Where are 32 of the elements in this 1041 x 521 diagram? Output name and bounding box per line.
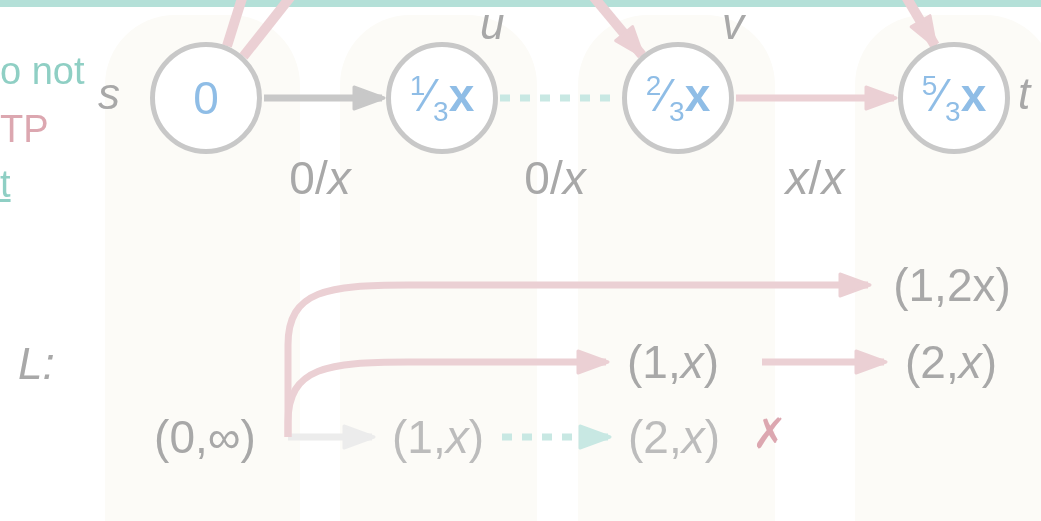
note-text: t <box>0 165 11 203</box>
arrow <box>736 85 898 111</box>
node-label: $^{1}$⁄$_{3}$x <box>409 67 475 129</box>
edge-label: x/x <box>785 155 845 201</box>
node-name: v <box>722 2 744 46</box>
edge-label: 0/x <box>289 155 351 201</box>
node-label: $^{2}$⁄$_{3}$x <box>645 67 711 129</box>
node-label: $^{5}$⁄$_{3}$x <box>921 67 987 129</box>
node-name: u <box>480 2 505 46</box>
list-entry: (2,x) <box>905 335 997 389</box>
node-label: 0 <box>193 71 219 125</box>
node-name: s <box>98 72 120 116</box>
list-entry: (2,x) <box>628 410 720 464</box>
note-text: L: <box>18 342 55 386</box>
note-text: o not <box>0 52 85 90</box>
list-entry: (0,∞) <box>154 410 256 464</box>
arrow <box>762 349 888 375</box>
list-entry: (1,x) <box>627 335 719 389</box>
connector-line <box>222 0 248 48</box>
arrow <box>264 85 386 111</box>
connector-line <box>239 0 296 60</box>
arrow <box>900 0 940 49</box>
arrow <box>588 0 646 59</box>
note-text: TP <box>0 110 49 148</box>
arrow <box>284 272 872 437</box>
list-entry: (1,x) <box>392 410 484 464</box>
node-name: t <box>1018 72 1031 116</box>
arrow <box>502 424 612 450</box>
edge-label: 0/x <box>524 155 586 201</box>
list-entry: (1,2x) <box>893 258 1011 312</box>
cross-mark: ✗ <box>752 413 788 455</box>
arrow <box>288 424 376 450</box>
